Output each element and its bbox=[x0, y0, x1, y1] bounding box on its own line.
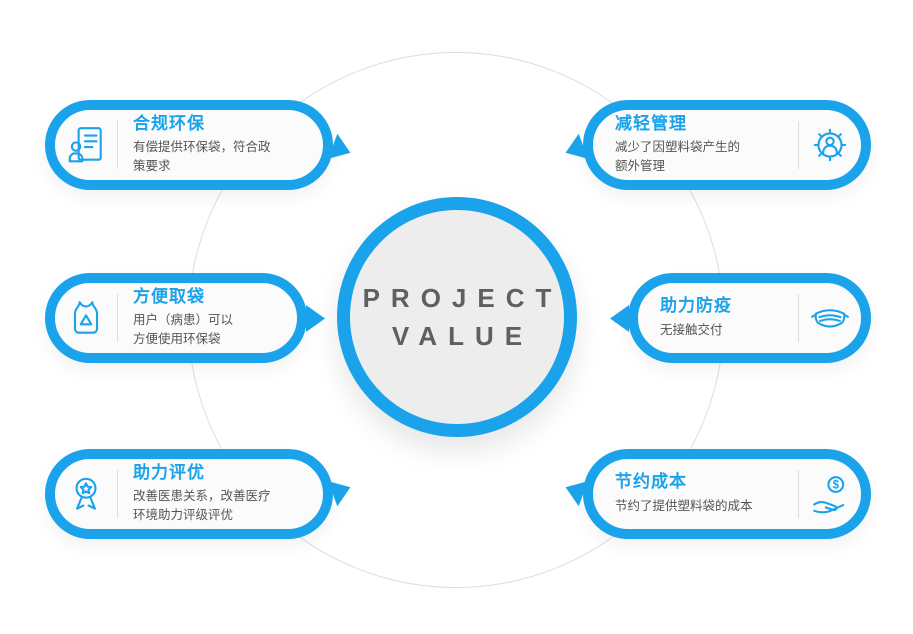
divider bbox=[117, 121, 118, 169]
card-description: 无接触交付 bbox=[660, 322, 723, 337]
center-circle-inner: PROJECT VALUE bbox=[350, 210, 564, 424]
card-description: 减少了因塑料袋产生的 额外管理 bbox=[615, 140, 741, 174]
center-circle: PROJECT VALUE bbox=[337, 197, 577, 437]
card-description: 改善医患关系，改善医疗 环境助力评级评优 bbox=[133, 489, 271, 523]
card-title: 减轻管理 bbox=[615, 114, 687, 134]
card-title: 合规环保 bbox=[133, 114, 205, 134]
card-text: 节约成本 节约了提供塑料袋的成本 bbox=[593, 472, 798, 515]
card-description: 有偿提供环保袋，符合政 策要求 bbox=[133, 140, 271, 174]
card-convenience: 方便取袋 用户（病患）可以 方便使用环保袋 bbox=[45, 273, 325, 363]
card-cost: 节约成本 节约了提供塑料袋的成本 $ bbox=[583, 449, 871, 539]
divider bbox=[117, 294, 118, 342]
card-description: 节约了提供塑料袋的成本 bbox=[615, 498, 753, 513]
card-text: 方便取袋 用户（病患）可以 方便使用环保袋 bbox=[118, 287, 297, 349]
card-compliance: 合规环保 有偿提供环保袋，符合政 策要求 bbox=[45, 100, 333, 190]
card-management: 减轻管理 减少了因塑料袋产生的 额外管理 bbox=[583, 100, 871, 190]
card-text: 减轻管理 减少了因塑料袋产生的 额外管理 bbox=[593, 114, 798, 176]
divider bbox=[798, 121, 799, 169]
card-rating: 助力评优 改善医患关系，改善医疗 环境助力评级评优 bbox=[45, 449, 333, 539]
gear-user-icon bbox=[799, 124, 861, 166]
stamp-icon bbox=[55, 124, 117, 166]
card-title: 助力评优 bbox=[133, 463, 205, 483]
card-title: 节约成本 bbox=[615, 472, 687, 492]
card-title: 助力防疫 bbox=[660, 296, 732, 316]
card-text: 助力评优 改善医患关系，改善医疗 环境助力评级评优 bbox=[118, 463, 323, 525]
recycle-bag-icon bbox=[55, 297, 117, 339]
card-text: 助力防疫 无接触交付 bbox=[638, 296, 798, 339]
medal-icon bbox=[55, 473, 117, 515]
coin-hand-icon: $ bbox=[799, 473, 861, 515]
card-epidemic: 助力防疫 无接触交付 bbox=[610, 273, 871, 363]
svg-text:$: $ bbox=[833, 480, 840, 492]
divider bbox=[117, 470, 118, 518]
card-text: 合规环保 有偿提供环保袋，符合政 策要求 bbox=[118, 114, 323, 176]
mask-icon bbox=[799, 297, 861, 339]
divider bbox=[798, 470, 799, 518]
center-title-line2: VALUE bbox=[391, 321, 534, 351]
card-title: 方便取袋 bbox=[133, 287, 205, 307]
card-description: 用户（病患）可以 方便使用环保袋 bbox=[133, 313, 234, 347]
divider bbox=[798, 294, 799, 342]
center-title-line1: PROJECT bbox=[362, 283, 563, 313]
